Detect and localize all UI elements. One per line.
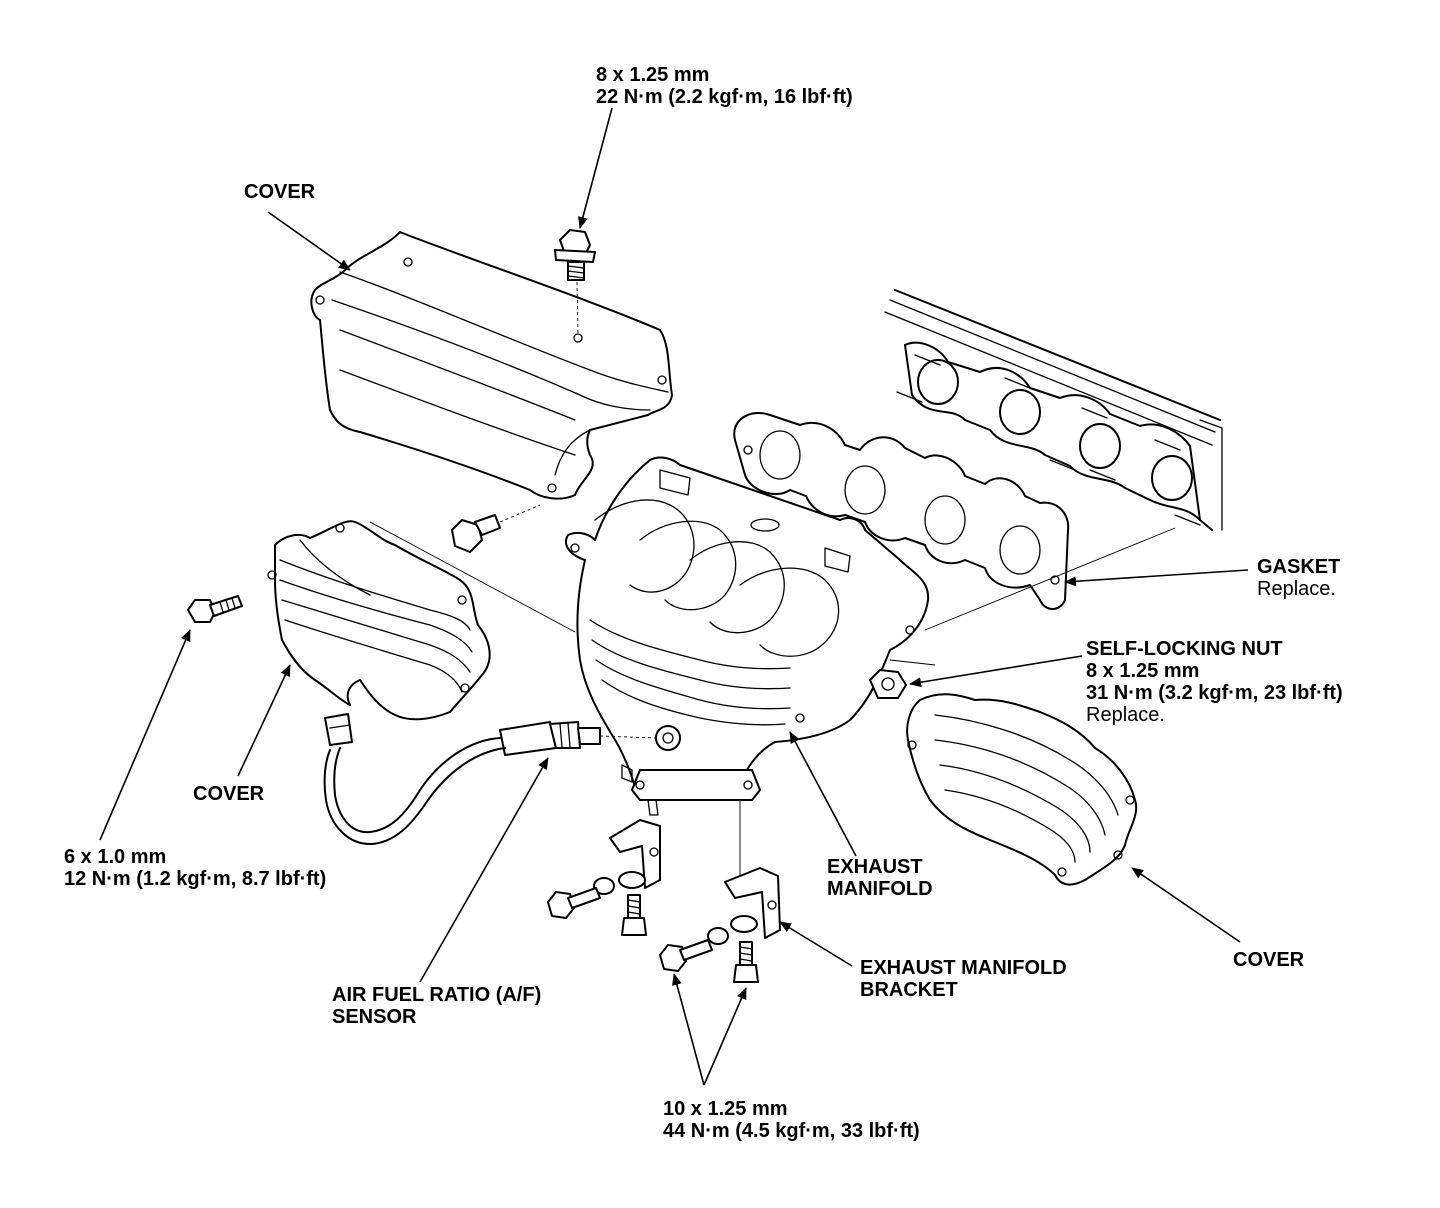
left-bolt-label: 6 x 1.0 mm 12 N·m (1.2 kgf·m, 8.7 lbf·ft… — [64, 846, 326, 890]
left-cover-label: COVER — [193, 783, 265, 805]
left-bolt-part — [187, 595, 243, 623]
bottom-bolt-torque: 44 N·m (4.5 kgf·m, 33 lbf·ft) — [663, 1120, 920, 1142]
cylinder-head — [884, 289, 1223, 531]
callout-arrows — [99, 107, 1249, 1086]
left-bolt-torque: 12 N·m (1.2 kgf·m, 8.7 lbf·ft) — [64, 868, 327, 890]
left-cover-part — [267, 520, 491, 721]
exhaust-manifold-part — [565, 456, 930, 816]
top-bolt-part — [554, 229, 596, 336]
top-cover-part — [310, 231, 673, 500]
exhaust-manifold-label: EXHAUST MANIFOLD — [827, 856, 933, 900]
gasket-label: GASKET Replace. — [1257, 556, 1340, 600]
right-cover-part — [906, 693, 1138, 886]
self-locking-nut-label: SELF-LOCKING NUT 8 x 1.25 mm 31 N·m (3.2… — [1086, 638, 1343, 726]
bracket-left-part — [609, 819, 661, 889]
top-bolt-torque: 22 N·m (2.2 kgf·m, 16 lbf·ft) — [596, 86, 853, 108]
bottom-bolt-label: 10 x 1.25 mm 44 N·m (4.5 kgf·m, 33 lbf·f… — [663, 1098, 920, 1142]
bracket-label: EXHAUST MANIFOLD BRACKET — [860, 957, 1067, 1001]
nut-title: SELF-LOCKING NUT — [1086, 638, 1283, 660]
left-bolt-size: 6 x 1.0 mm — [64, 846, 167, 868]
bracket-right-part — [724, 867, 781, 939]
nut-note: Replace. — [1086, 704, 1165, 726]
top-bolt-label: 8 x 1.25 mm 22 N·m (2.2 kgf·m, 16 lbf·ft… — [596, 64, 853, 108]
gasket-title: GASKET — [1257, 556, 1341, 578]
top-bolt-size: 8 x 1.25 mm — [596, 64, 710, 86]
bottom-bolt-size: 10 x 1.25 mm — [663, 1098, 788, 1120]
cover-bolt-part — [451, 504, 541, 553]
right-cover-label: COVER — [1233, 949, 1305, 971]
nut-size: 8 x 1.25 mm — [1086, 660, 1200, 682]
gasket-note: Replace. — [1257, 578, 1336, 600]
self-locking-nut-part — [869, 659, 936, 699]
alignment-lines — [369, 521, 1176, 880]
gasket-part — [733, 412, 1070, 610]
top-cover-label: COVER — [244, 181, 316, 203]
bracket-bolts-part — [547, 871, 759, 983]
af-sensor-label: AIR FUEL RATIO (A/F) SENSOR — [332, 984, 542, 1028]
nut-torque: 31 N·m (3.2 kgf·m, 23 lbf·ft) — [1086, 682, 1343, 704]
af-sensor-part — [323, 713, 656, 846]
